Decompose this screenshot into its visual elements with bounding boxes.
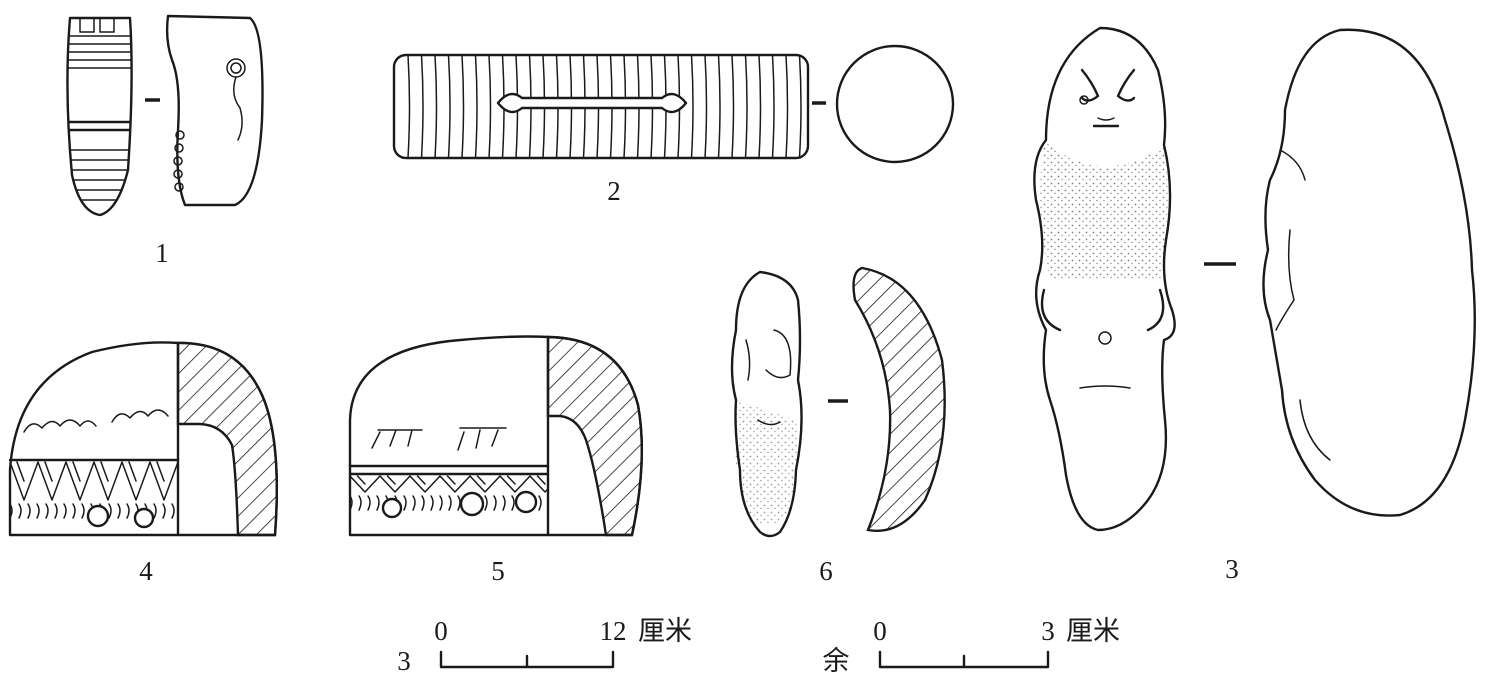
- artifact-4: 4: [8, 341, 279, 586]
- scale-bar-small-applies: 余: [823, 646, 850, 676]
- scale-bar-small-end: 3: [1041, 616, 1055, 646]
- scale-bar-small-unit: 厘米: [1066, 616, 1120, 646]
- artifact-1-front-view: [66, 16, 133, 217]
- scale-bar-large-applies: 3: [397, 646, 411, 676]
- artifact-2: 2: [392, 44, 955, 206]
- figure-label-6: 6: [819, 556, 833, 586]
- artifact-3-front-view: [1033, 26, 1176, 532]
- scale-bar-large: 3 0 12 厘米: [397, 616, 692, 676]
- scale-bar-large-end: 12: [600, 616, 627, 646]
- ribbing: [407, 55, 802, 158]
- figure-label-5: 5: [491, 556, 505, 586]
- scale-bar-large-unit: 厘米: [638, 616, 692, 646]
- artifact-1-side-view: [165, 14, 264, 207]
- artifact-6-cross-section: [852, 266, 946, 533]
- artifact-1: 1: [66, 14, 264, 268]
- figure-label-1: 1: [155, 238, 169, 268]
- scale-bar-large-start: 0: [434, 616, 448, 646]
- scale-bar-small-start: 0: [873, 616, 887, 646]
- artifact-5-exterior: [350, 427, 548, 519]
- artifact-5: 5: [348, 335, 644, 586]
- figure-label-3: 3: [1225, 554, 1239, 584]
- figure-label-2: 2: [607, 176, 621, 206]
- artifact-2-side-view: [392, 53, 810, 160]
- scale-bar-small: 余 0 3 厘米: [823, 616, 1121, 676]
- artifact-2-cross-section: [835, 44, 955, 164]
- artifact-3: 3: [1033, 26, 1476, 584]
- artifact-6-front-view: [730, 270, 803, 538]
- artifact-3-side-view: [1262, 28, 1476, 517]
- artifact-6: 6: [730, 266, 946, 586]
- figure-label-4: 4: [139, 556, 153, 586]
- ribbed-edge: [173, 130, 185, 192]
- artifact-4-exterior: [10, 409, 178, 529]
